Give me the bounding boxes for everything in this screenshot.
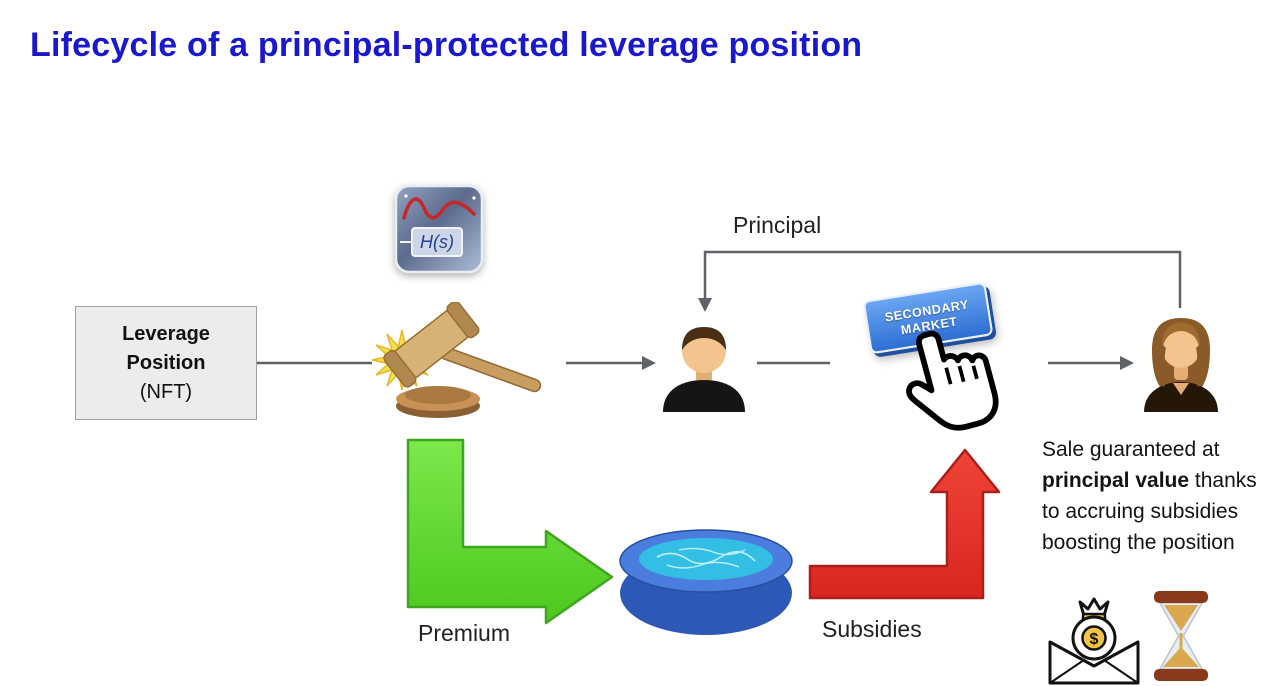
finger-line [957, 365, 966, 383]
money-bag-envelope-icon: $ [1048, 597, 1140, 685]
leverage-node-line1: Leverage [122, 322, 210, 345]
sparkle-dot [472, 196, 476, 200]
envelope-front [1048, 640, 1140, 685]
buyer-chest [1173, 383, 1189, 395]
hourglass-icon [1154, 591, 1208, 681]
buyer-front-hair [1161, 322, 1201, 352]
water-crackle [666, 561, 740, 569]
transfer-function-box [411, 227, 463, 257]
gavel-base-inner [405, 386, 471, 404]
pool-water [639, 538, 773, 580]
sale-note: Sale guaranteed at principal value thank… [1042, 434, 1264, 558]
money-bag-coin [1081, 625, 1107, 651]
seller-shoulders [663, 380, 745, 412]
principal-flow-line [703, 250, 1182, 308]
seller-hair [682, 327, 726, 350]
envelope-fold-lines [1049, 659, 1139, 684]
response-curve [402, 197, 476, 220]
principal-arrowhead [698, 298, 712, 312]
seller-person-icon [663, 327, 745, 412]
buyer-hair-strand-left [1157, 344, 1168, 387]
gavel-handle [439, 346, 542, 393]
sparkle-dot [404, 194, 408, 198]
sale-note-text-pre: Sale guaranteed at [1042, 438, 1220, 461]
finger-line [971, 365, 979, 380]
gavel-auction-icon [371, 302, 542, 418]
hourglass-sand-bottom [1163, 647, 1199, 667]
leverage-node-line3: (NFT) [139, 380, 193, 403]
buyer-face [1162, 330, 1200, 368]
sale-note-bold: principal value [1042, 469, 1190, 492]
premium-green-arrow [406, 438, 614, 625]
hourglass-bottom-cap [1154, 669, 1208, 681]
pool-ring-outline [619, 529, 793, 593]
sale-note-text-post: thanks to accruing subsidies boosting th… [1042, 469, 1257, 554]
transfer-function-icon: H(s) [394, 184, 484, 279]
leverage-node-line2: Position [126, 351, 206, 374]
hand-cursor-icon [906, 330, 999, 431]
buyer-hair-strand-right [1194, 344, 1205, 387]
buyer-person-icon [1144, 318, 1218, 412]
gavel-head [383, 302, 480, 388]
arrowhead-to-buyer [1120, 356, 1134, 370]
hourglass-sand-top [1164, 605, 1198, 631]
finger-line [944, 367, 953, 385]
principal-label: Principal [733, 212, 822, 238]
hand-cursor-shape [906, 330, 999, 431]
arrowhead-to-seller [642, 356, 656, 370]
page-title: Lifecycle of a principal-protected lever… [30, 26, 863, 64]
leverage-position-node: Leverage Position (NFT) [75, 306, 257, 420]
hourglass-top-cap [1154, 591, 1208, 603]
transfer-function-label: H(s) [420, 232, 454, 252]
dollar-sign: $ [1090, 631, 1099, 648]
subsidies-red-arrow [808, 448, 1001, 600]
subsidies-label: Subsidies [822, 616, 922, 642]
buyer-shoulders [1144, 382, 1218, 412]
transfer-function-graphic: H(s) [394, 184, 484, 274]
water-crackle [678, 547, 746, 556]
premium-label: Premium [418, 620, 511, 646]
liquidity-pool-icon [619, 529, 793, 635]
